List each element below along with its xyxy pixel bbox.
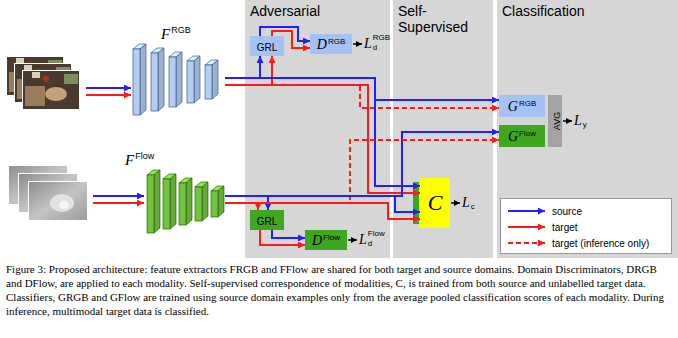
text-group: AVG	[547, 112, 563, 130]
connector	[225, 140, 499, 203]
loss-arrow	[451, 202, 460, 204]
text-group: GRGB	[508, 98, 536, 114]
figure-caption: Figure 3: Proposed architecture: feature…	[6, 262, 672, 318]
connector	[225, 78, 420, 193]
legend-line	[508, 210, 545, 212]
avg-box: AVG	[548, 95, 562, 147]
loss-index: d	[373, 44, 377, 52]
text-group: Classification	[502, 3, 584, 19]
text-group: C	[428, 192, 443, 214]
connector-line	[225, 132, 499, 196]
connector-line	[225, 203, 258, 210]
discriminator-box: DFlow	[305, 230, 347, 250]
flow-frames	[8, 165, 88, 221]
loss-index: Flow	[368, 230, 385, 238]
text-group: GRL	[257, 212, 278, 228]
connector-line	[272, 230, 305, 238]
superscript: RGB	[519, 99, 536, 108]
loss-arrow	[353, 43, 362, 45]
text-group: Self- Supervised	[398, 3, 490, 35]
connector-line	[225, 85, 499, 108]
legend-sample	[507, 238, 547, 248]
text-group: FFlow	[125, 152, 154, 168]
connector	[225, 85, 499, 108]
text-group: GFlow	[508, 128, 536, 144]
feature-extractor: FRGB	[125, 26, 225, 142]
superscript: Flow	[135, 151, 154, 161]
superscript: Flow	[323, 233, 340, 242]
avg-box-label: AVG	[552, 112, 562, 130]
stage-panel-label: Adversarial	[250, 3, 320, 19]
legend-text: source	[552, 206, 582, 217]
text-group: DRGB	[317, 36, 345, 52]
grl-box-label: GRL	[257, 42, 278, 53]
correspondence-box: C	[420, 178, 450, 228]
legend-sample	[507, 222, 547, 232]
text-group: GRL	[257, 38, 278, 54]
stage-panel-label: Self- Supervised	[398, 3, 468, 35]
loss-index: y	[583, 121, 587, 129]
loss-symbol: L	[364, 37, 372, 51]
legend-box: source target target (inference only)	[500, 198, 672, 254]
feature-extractor-label: F	[125, 152, 134, 168]
loss-index: c	[471, 203, 475, 211]
connector-line	[225, 56, 272, 85]
grl-box-label: GRL	[257, 216, 278, 227]
legend-sample	[507, 206, 547, 216]
concat-bar	[413, 182, 419, 224]
text-group: DFlow	[312, 232, 340, 248]
loss-symbol: L	[462, 196, 470, 210]
connector	[260, 230, 305, 245]
superscript: Flow	[519, 129, 536, 138]
loss-symbol: L	[359, 233, 367, 247]
connector-line	[225, 56, 260, 78]
discriminator-box-label: D	[317, 37, 327, 52]
connector	[225, 132, 499, 196]
classifier-box-label: G	[508, 129, 518, 144]
classifier-box: GRGB	[499, 95, 545, 117]
grl-box: GRL	[250, 36, 284, 56]
loss-index: RGB	[373, 34, 390, 42]
connector-line	[225, 78, 420, 186]
legend-row: target (inference only)	[507, 235, 665, 251]
grl-box: GRL	[250, 210, 284, 230]
loss-symbol: L	[574, 114, 582, 128]
connector	[225, 78, 499, 100]
text-group: FRGB	[161, 26, 191, 42]
feature-extractor: FFlow	[125, 152, 225, 242]
discriminator-box: DRGB	[310, 34, 352, 54]
stage-panel-label: Classification	[502, 3, 584, 19]
legend-line	[508, 242, 545, 244]
layer-stack	[125, 152, 225, 242]
legend-row: target	[507, 219, 665, 235]
legend-line	[508, 226, 545, 228]
loss-arrow	[563, 120, 572, 122]
rgb-frames	[6, 56, 80, 110]
loss-arrow	[348, 239, 357, 241]
stage-panel: Self- SupervisedC	[393, 0, 493, 258]
classifier-box: GFlow	[499, 125, 545, 147]
panel-background	[497, 0, 678, 258]
loss-index: d	[368, 240, 372, 248]
discriminator-box-label: D	[312, 233, 322, 248]
legend-row: source	[507, 203, 665, 219]
connector-line	[225, 140, 499, 203]
legend-text: target	[552, 222, 578, 233]
connector-line	[225, 78, 499, 100]
connector	[225, 56, 272, 85]
layer-stack	[125, 26, 225, 142]
classifier-box-label: G	[508, 99, 518, 114]
feature-extractor-label: F	[161, 26, 170, 42]
legend-text: target (inference only)	[552, 238, 649, 249]
superscript: RGB	[328, 37, 345, 46]
superscript: RGB	[171, 25, 191, 35]
correspondence-box-label: C	[428, 190, 443, 215]
connector-line	[260, 230, 305, 245]
text-group: Adversarial	[250, 3, 320, 19]
